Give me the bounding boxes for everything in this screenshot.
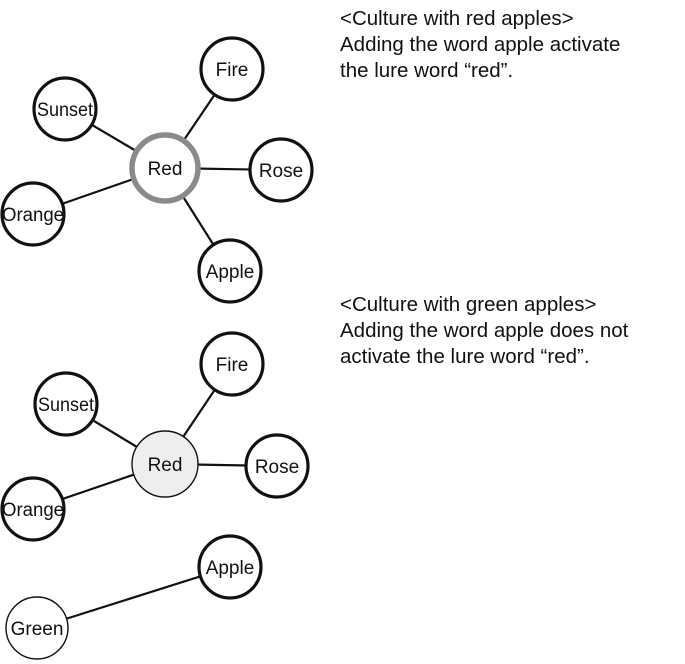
node-green-label: Green bbox=[11, 619, 64, 640]
node-red-2: Red bbox=[131, 430, 199, 498]
node-sunset-1-label: Sunset bbox=[37, 100, 94, 121]
node-red-2-label: Red bbox=[148, 455, 183, 476]
caption-green-apples-line2: Adding the word apple does not bbox=[340, 319, 629, 342]
caption-red-apples-title: <Culture with red apples> bbox=[340, 7, 574, 30]
node-orange-2: Orange bbox=[0, 476, 66, 542]
node-rose-2-label: Rose bbox=[255, 457, 299, 478]
edge-apple-green bbox=[36, 565, 231, 630]
node-fire-2: Fire bbox=[199, 331, 265, 397]
node-sunset-2-label: Sunset bbox=[38, 395, 95, 416]
caption-green-apples-line3: activate the lure word “red”. bbox=[340, 345, 590, 368]
node-apple-1: Apple bbox=[197, 238, 263, 304]
node-sunset-2: Sunset bbox=[33, 371, 99, 437]
node-fire-1: Fire bbox=[199, 36, 265, 102]
node-green: Green bbox=[5, 596, 69, 660]
caption-red-apples-line2: Adding the word apple activate bbox=[340, 33, 621, 56]
node-orange-2-label: Orange bbox=[2, 500, 64, 521]
node-red-activated: Red bbox=[129, 132, 201, 204]
node-sunset-1: Sunset bbox=[32, 76, 98, 142]
network-red-apples: Fire Sunset Rose Orange Apple Red bbox=[0, 36, 314, 304]
caption-red-apples-line3: the lure word “red”. bbox=[340, 59, 514, 82]
caption-green-apples-title: <Culture with green apples> bbox=[340, 293, 597, 316]
node-rose-1: Rose bbox=[248, 137, 314, 203]
node-apple-2: Apple bbox=[197, 534, 263, 600]
caption-green-apples: <Culture with green apples> Adding the w… bbox=[340, 292, 682, 370]
node-orange-1: Orange bbox=[0, 181, 66, 247]
node-rose-2: Rose bbox=[244, 433, 310, 499]
node-orange-1-label: Orange bbox=[2, 205, 64, 226]
node-red-1-label: Red bbox=[148, 159, 183, 180]
caption-red-apples: <Culture with red apples> Adding the wor… bbox=[340, 6, 682, 84]
node-apple-1-label: Apple bbox=[206, 262, 255, 283]
node-fire-1-label: Fire bbox=[216, 60, 249, 81]
network-green-apples: Fire Sunset Rose Orange Red Apple Green bbox=[0, 331, 310, 660]
node-fire-2-label: Fire bbox=[216, 355, 249, 376]
node-apple-2-label: Apple bbox=[206, 558, 255, 579]
node-rose-1-label: Rose bbox=[259, 161, 303, 182]
